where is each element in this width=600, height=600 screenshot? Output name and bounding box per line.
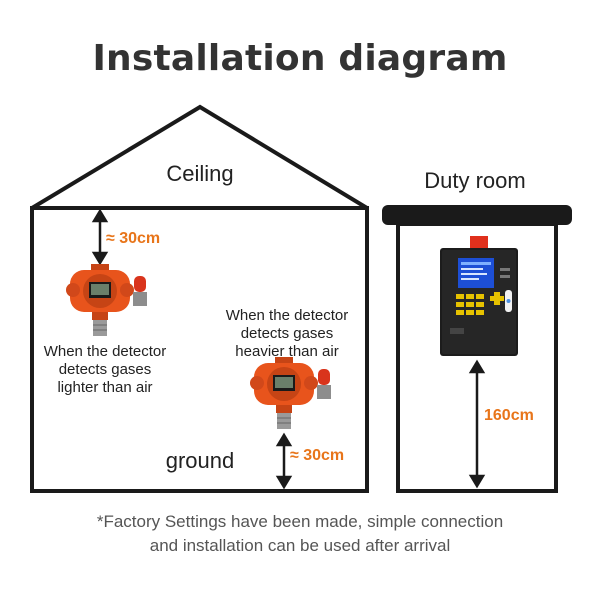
bottom-distance-arrow: [275, 432, 293, 490]
lighter-caption-line-3: lighter than air: [57, 379, 153, 396]
roof-line: [30, 104, 369, 210]
duty-room-frame: [396, 222, 558, 493]
top-distance-arrow: [91, 208, 109, 266]
footnote-line-2: and installation can be used after arriv…: [149, 536, 451, 555]
lighter-caption-line-2: detects gases: [58, 361, 152, 378]
lighter-gas-caption: When the detector detects gases lighter …: [30, 343, 180, 397]
footnote-line-1: *Factory Settings have been made, simple…: [96, 512, 504, 531]
bottom-distance-label: ≈ 30cm: [290, 447, 345, 464]
house-outline: [30, 104, 369, 493]
duty-room-height-arrow: [468, 359, 486, 489]
duty-room-label: Duty room: [424, 168, 526, 193]
control-panel: [440, 236, 518, 356]
house-room-frame: [30, 206, 369, 493]
duty-room-ceiling-bar: [382, 205, 572, 225]
page-title: Installation diagram: [92, 38, 508, 79]
top-distance-label: ≈ 30cm: [106, 230, 161, 247]
heavier-caption-line-2: detects gases: [240, 325, 334, 342]
footnote: *Factory Settings have been made, simple…: [0, 510, 600, 558]
ground-label: ground: [165, 448, 235, 473]
gas-detector-upper: [66, 264, 147, 336]
duty-room-height-label: 160cm: [484, 407, 534, 424]
gas-detector-lower: [250, 357, 331, 429]
heavier-caption-line-3: heavier than air: [235, 343, 339, 360]
duty-room-outline: [382, 205, 572, 493]
lighter-caption-line-1: When the detector: [43, 343, 167, 360]
heavier-caption-line-1: When the detector: [225, 307, 349, 324]
ceiling-label: Ceiling: [166, 161, 234, 186]
heavier-gas-caption: When the detector detects gases heavier …: [212, 307, 362, 361]
